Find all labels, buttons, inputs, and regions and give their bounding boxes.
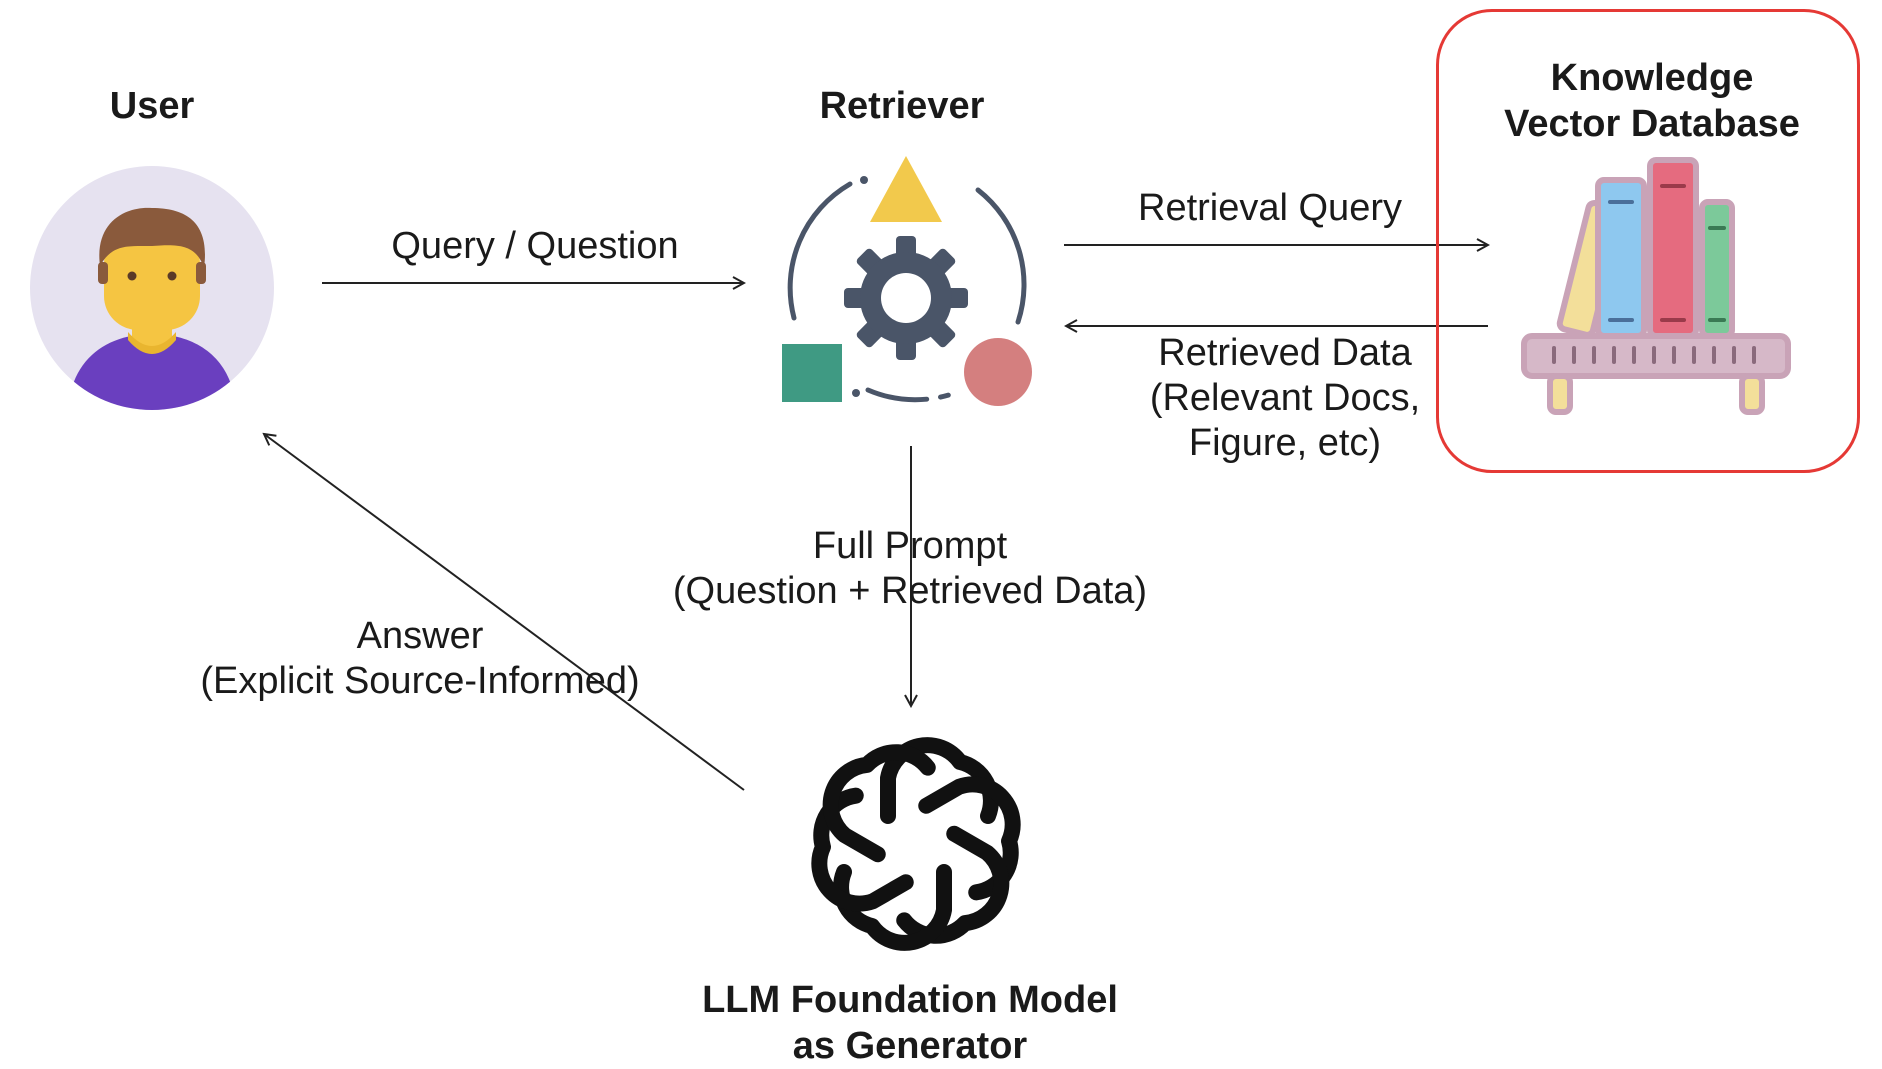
database-highlight-box: [1436, 9, 1860, 473]
full-prompt-label: Full Prompt (Question + Retrieved Data): [672, 525, 1148, 612]
retrieved-data-label: Retrieved Data (Relevant Docs, Figure, e…: [1149, 332, 1421, 464]
user-avatar-icon: [30, 166, 274, 410]
answer-arrow: [264, 434, 745, 791]
user-title: User: [109, 85, 195, 127]
bookshelf-icon: [1521, 157, 1791, 415]
answer-label: Answer (Explicit Source-Informed): [200, 615, 640, 702]
database-title: Knowledge Vector Database: [1504, 57, 1800, 145]
retriever-title: Retriever: [819, 85, 985, 127]
query-label: Query / Question: [391, 225, 679, 267]
openai-logo-icon: [811, 737, 1021, 951]
retrieval-query-label: Retrieval Query: [1138, 187, 1402, 229]
llm-title: LLM Foundation Model as Generator: [702, 979, 1118, 1067]
retriever-gear-icon: [782, 156, 1032, 406]
